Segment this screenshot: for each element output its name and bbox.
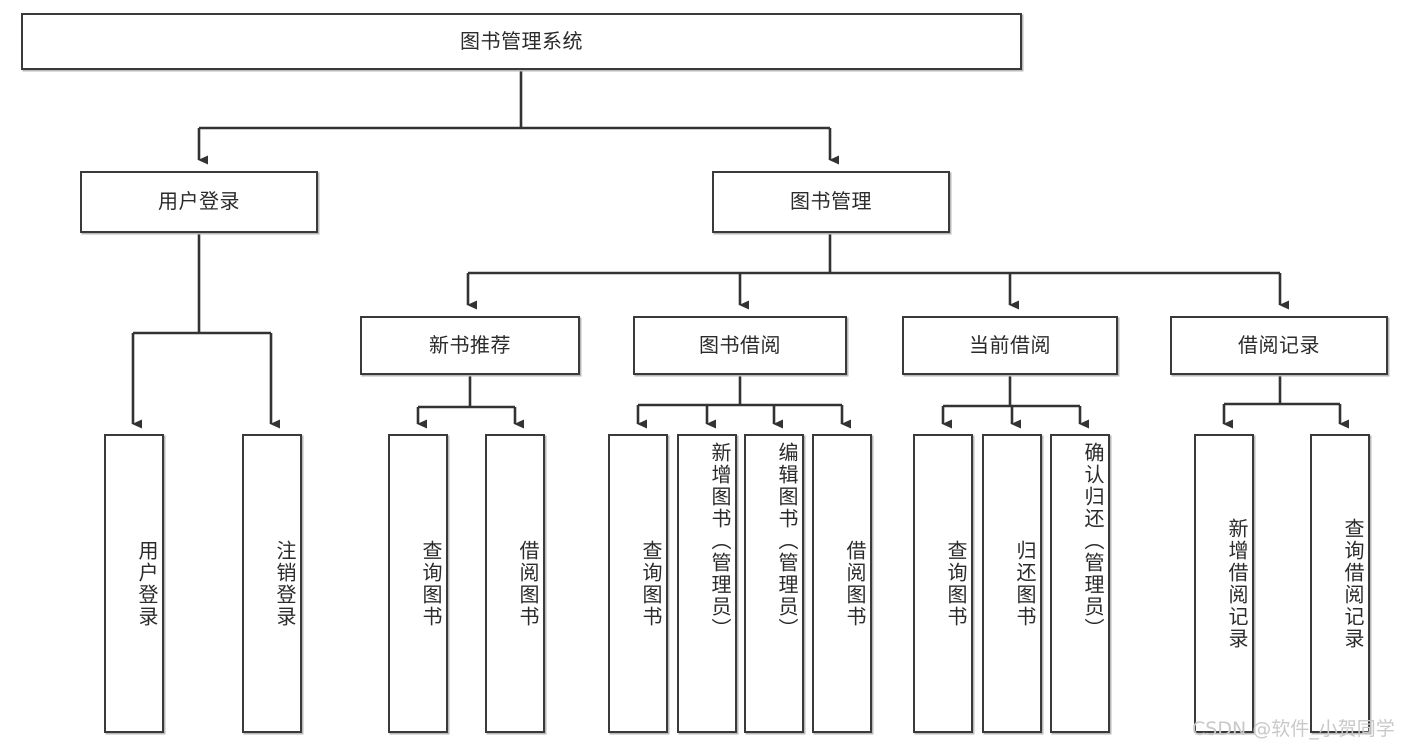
leaf-label: 借阅图书	[516, 539, 540, 628]
csdn-watermark: CSDN @软件_小贺同学	[1192, 718, 1395, 740]
node-book-borrow[interactable]: 图书借阅	[633, 316, 847, 375]
node-current-borrow[interactable]: 当前借阅	[902, 316, 1118, 375]
leaf-label: 编辑图书（管理员）	[775, 442, 799, 640]
leaf-user-login-login[interactable]: 用户登录	[104, 434, 164, 733]
leaf-borrow-query-book[interactable]: 查询图书	[608, 434, 668, 733]
leaf-label: 新增借阅记录	[1225, 517, 1249, 650]
leaf-label: 新增图书（管理员）	[708, 442, 732, 640]
leaf-current-return-book[interactable]: 归还图书	[982, 434, 1042, 733]
leaf-label: 借阅图书	[843, 539, 867, 628]
leaf-user-login-logout[interactable]: 注销登录	[242, 434, 302, 733]
leaf-label: 查询图书	[419, 539, 443, 628]
leaf-current-confirm-return[interactable]: 确认归还（管理员）	[1050, 434, 1110, 733]
leaf-borrow-borrow-book[interactable]: 借阅图书	[812, 434, 872, 733]
leaf-record-add[interactable]: 新增借阅记录	[1194, 434, 1254, 733]
node-label: 新书推荐	[429, 332, 511, 357]
leaf-label: 查询图书	[639, 539, 663, 628]
leaf-borrow-add-book[interactable]: 新增图书（管理员）	[677, 434, 737, 733]
node-user-login[interactable]: 用户登录	[80, 171, 318, 233]
leaf-label: 归还图书	[1013, 539, 1037, 628]
node-new-book-recommend[interactable]: 新书推荐	[360, 316, 580, 375]
node-label: 当前借阅	[969, 332, 1051, 357]
node-label: 图书借阅	[699, 332, 781, 357]
node-label: 图书管理	[790, 189, 872, 214]
leaf-label: 确认归还（管理员）	[1081, 442, 1105, 640]
leaf-borrow-edit-book[interactable]: 编辑图书（管理员）	[744, 434, 804, 733]
leaf-label: 查询借阅记录	[1341, 517, 1365, 650]
node-root-system[interactable]: 图书管理系统	[21, 13, 1022, 70]
node-label: 图书管理系统	[460, 28, 583, 53]
node-borrow-record[interactable]: 借阅记录	[1170, 316, 1388, 375]
leaf-label: 用户登录	[135, 539, 159, 628]
leaf-label: 注销登录	[273, 539, 297, 628]
node-book-management[interactable]: 图书管理	[712, 171, 950, 233]
leaf-record-query[interactable]: 查询借阅记录	[1310, 434, 1370, 733]
leaf-new-book-query[interactable]: 查询图书	[388, 434, 448, 733]
node-label: 借阅记录	[1238, 332, 1320, 357]
leaf-new-book-borrow[interactable]: 借阅图书	[485, 434, 545, 733]
leaf-current-query-book[interactable]: 查询图书	[913, 434, 973, 733]
node-label: 用户登录	[158, 189, 240, 214]
leaf-label: 查询图书	[944, 539, 968, 628]
